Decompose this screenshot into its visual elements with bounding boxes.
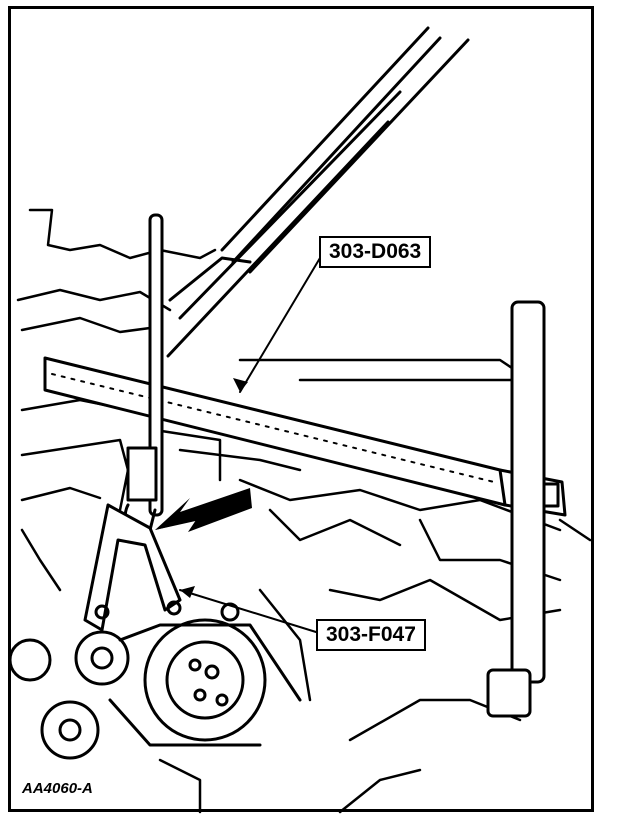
lifting-rod — [123, 213, 164, 534]
pulleys — [8, 602, 302, 760]
figure-id-label: AA4060-A — [22, 780, 93, 797]
support-leg — [486, 300, 546, 718]
engine-background — [16, 208, 592, 814]
lifting-bracket — [83, 503, 182, 632]
hood-strut — [166, 26, 470, 358]
callout-303-f047: 303-F047 — [316, 619, 426, 651]
callout-303-d063: 303-D063 — [319, 236, 432, 268]
bar-holes — [51, 373, 495, 483]
leader-lines — [179, 257, 321, 633]
